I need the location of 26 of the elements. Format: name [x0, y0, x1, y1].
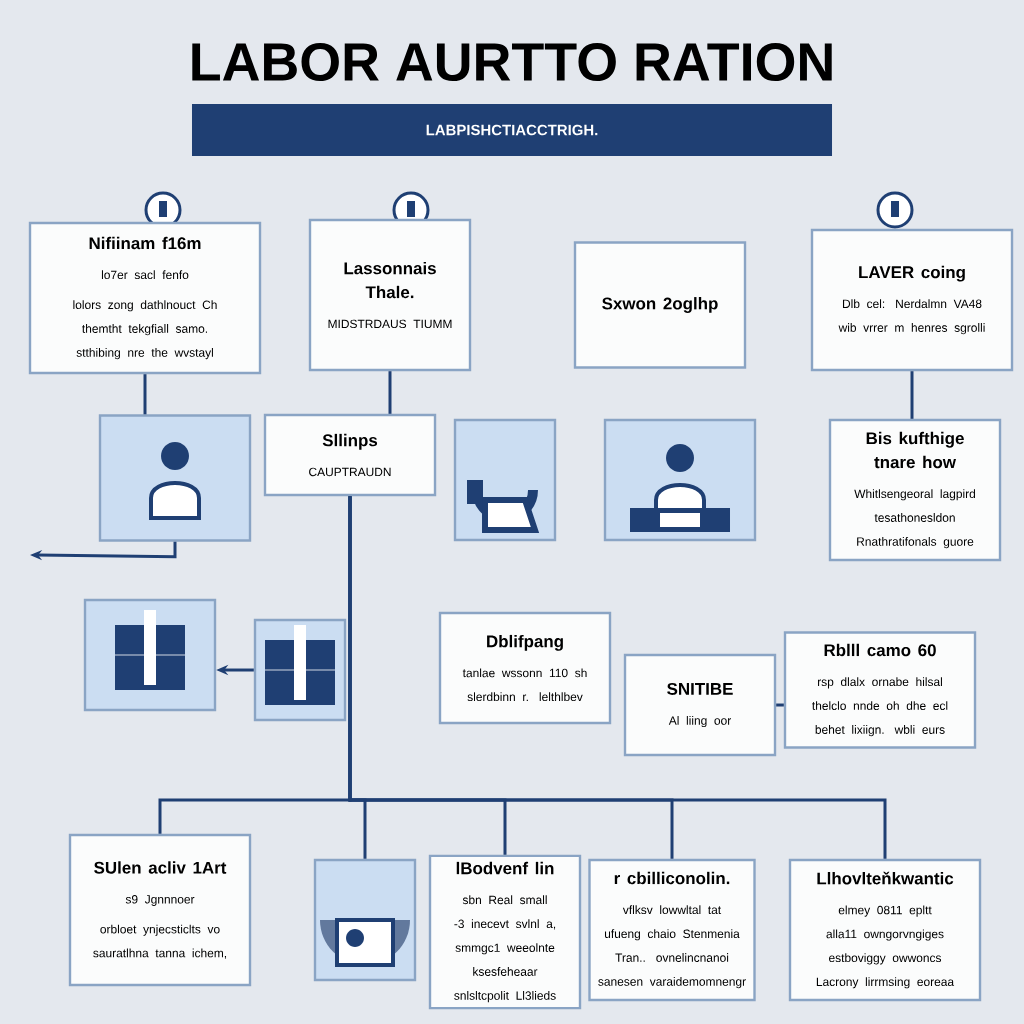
text-box: Nifiinam f16m lo7er sacl fenfo lolors zong dathlnouct Ch themtht tekgfiall samo. stthibing nre the wvstayl: [28, 221, 262, 375]
text-box: Sllinps CAUPTRAUDN: [263, 413, 437, 497]
text-box: Bis kufthige tnare how Whitlsengeoral lagpird tesathonesldon Rnathratifonals guore: [828, 418, 1002, 562]
machine-picture: [83, 598, 217, 712]
headset-picture: [453, 418, 557, 542]
connector: [910, 371, 914, 419]
text-box: SNITIBE Al liing oor: [623, 653, 777, 757]
text-box: Sxwon 2oglhp: [573, 241, 747, 369]
machine-picture: [253, 618, 347, 722]
text-box: SUlen acliv 1Art s9 Jgnnnoer orbloet ynjecsticlts vo sauratlhna tanna ichem,: [68, 833, 252, 987]
person-picture: [98, 414, 252, 542]
text-box: Lassonnais Thale. MIDSTRDAUS TIUMM: [308, 218, 472, 372]
connector: [143, 374, 147, 415]
helmet-picture: [313, 858, 417, 982]
connector: [776, 703, 784, 707]
text-box: lBodvenf lin sbn Real small -3 inecevt svlnl a, smmgc1 weeolnte ksesfeheaar snlsltcpolit Ll3lieds: [428, 854, 582, 1010]
text-box: LAVER coing Dlb cel: Nerdalmn VA48 wib vrrer m henres sgrolli: [810, 228, 1014, 372]
text-box: r cbilliconolin. vflksv lowwltal tat ufueng chaio Stenmenia Tran.. ovnelincnanoi sanesen varaidemomnengr: [588, 858, 756, 1002]
person-at-desk-picture: [603, 418, 757, 542]
banner: LABPISHCTIACCTRIGH.: [192, 104, 832, 156]
connector: [388, 371, 392, 414]
connector: [348, 496, 887, 859]
text-box: Rblll camo 60 rsp dlalx ornabe hilsal thelclo nnde oh dhe ecl behet lixiign. wbli eurs: [783, 631, 977, 749]
text-box: Llhovlteňkwantic elmey 0811 epltt alla11 owngorvngiges estboviggy owwoncs Lacrony lirrmsing eoreaa: [788, 858, 982, 1002]
text-box: Dblifpang tanlae wssonn 110 sh slerdbinn r. lelthlbev: [438, 611, 612, 725]
title: LABOR AURTTO RATION: [192, 42, 832, 82]
